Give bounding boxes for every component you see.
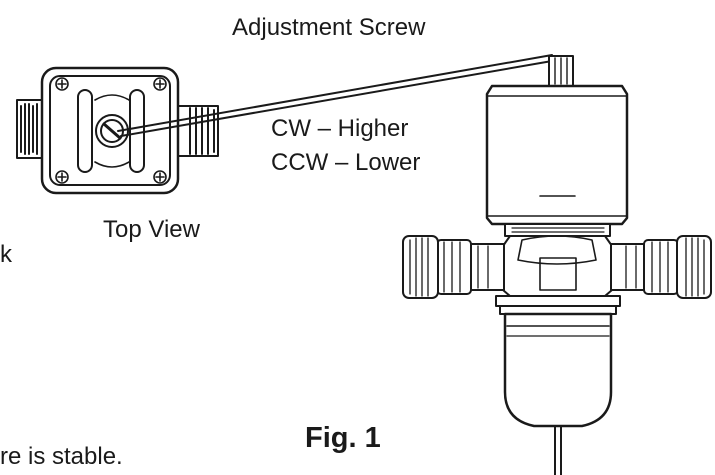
figure-caption: Fig. 1 bbox=[305, 422, 381, 454]
valve-side-view bbox=[402, 55, 712, 475]
top-view-label: Top View bbox=[103, 216, 200, 243]
top-view-right-fitting bbox=[177, 105, 219, 157]
top-view-left-fitting bbox=[16, 99, 43, 159]
valve-body bbox=[502, 235, 613, 297]
valve-capillary-tube bbox=[554, 425, 562, 475]
ccw-lower-label: CCW – Lower bbox=[271, 149, 421, 176]
valve-left-fitting bbox=[402, 235, 505, 299]
adjustment-screw-label: Adjustment Screw bbox=[232, 14, 426, 41]
valve-bellows-bowl bbox=[503, 312, 613, 428]
cw-higher-label: CW – Higher bbox=[271, 115, 409, 142]
valve-right-fitting bbox=[610, 235, 712, 299]
clipped-body-text-fragment-2: re is stable. bbox=[0, 443, 123, 470]
top-view-drawing bbox=[16, 66, 219, 195]
clipped-body-text-fragment: k bbox=[0, 241, 12, 268]
valve-actuator-housing bbox=[485, 84, 629, 226]
top-view-corner-screws bbox=[55, 77, 167, 184]
leader-lines bbox=[117, 54, 553, 137]
